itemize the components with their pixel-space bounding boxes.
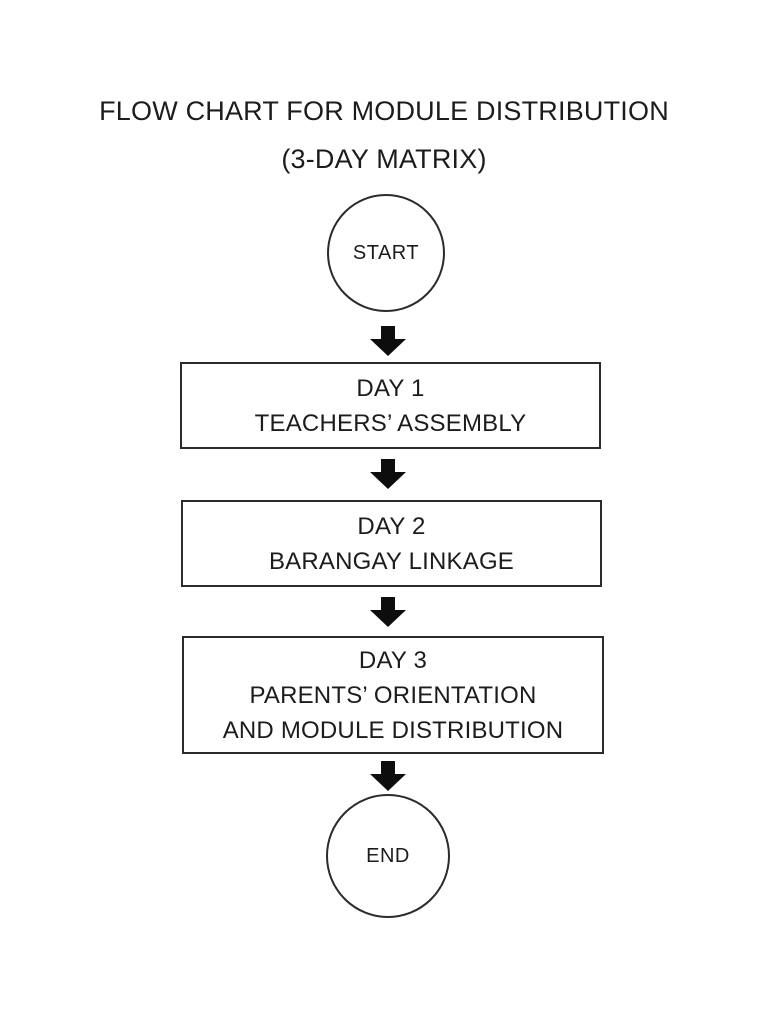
down-arrow-icon <box>370 326 406 356</box>
start-node: START <box>327 194 445 312</box>
flowchart-step-day2: DAY 2 BARANGAY LINKAGE <box>181 500 602 587</box>
page-subtitle: (3-DAY MATRIX) <box>281 144 487 174</box>
flowchart-step-day3: DAY 3 PARENTS’ ORIENTATION AND MODULE DI… <box>182 636 604 754</box>
step-day1-line1: DAY 1 <box>356 374 425 402</box>
down-arrow-icon <box>370 597 406 627</box>
step-day2-line2: BARANGAY LINKAGE <box>268 547 515 575</box>
down-arrow-icon <box>370 459 406 489</box>
end-node: END <box>326 794 450 918</box>
step-day1-line2: TEACHERS’ ASSEMBLY <box>254 409 527 437</box>
end-node-label: END <box>366 844 410 867</box>
flowchart-step-day1: DAY 1 TEACHERS’ ASSEMBLY <box>180 362 601 449</box>
step-day2-line1: DAY 2 <box>357 512 426 540</box>
page-title: FLOW CHART FOR MODULE DISTRIBUTION <box>99 96 669 126</box>
down-arrow-icon <box>370 761 406 791</box>
step-day3-line3: AND MODULE DISTRIBUTION <box>222 716 564 744</box>
step-day3-line2: PARENTS’ ORIENTATION <box>249 681 537 709</box>
start-node-label: START <box>352 241 420 264</box>
step-day3-line1: DAY 3 <box>358 646 428 674</box>
